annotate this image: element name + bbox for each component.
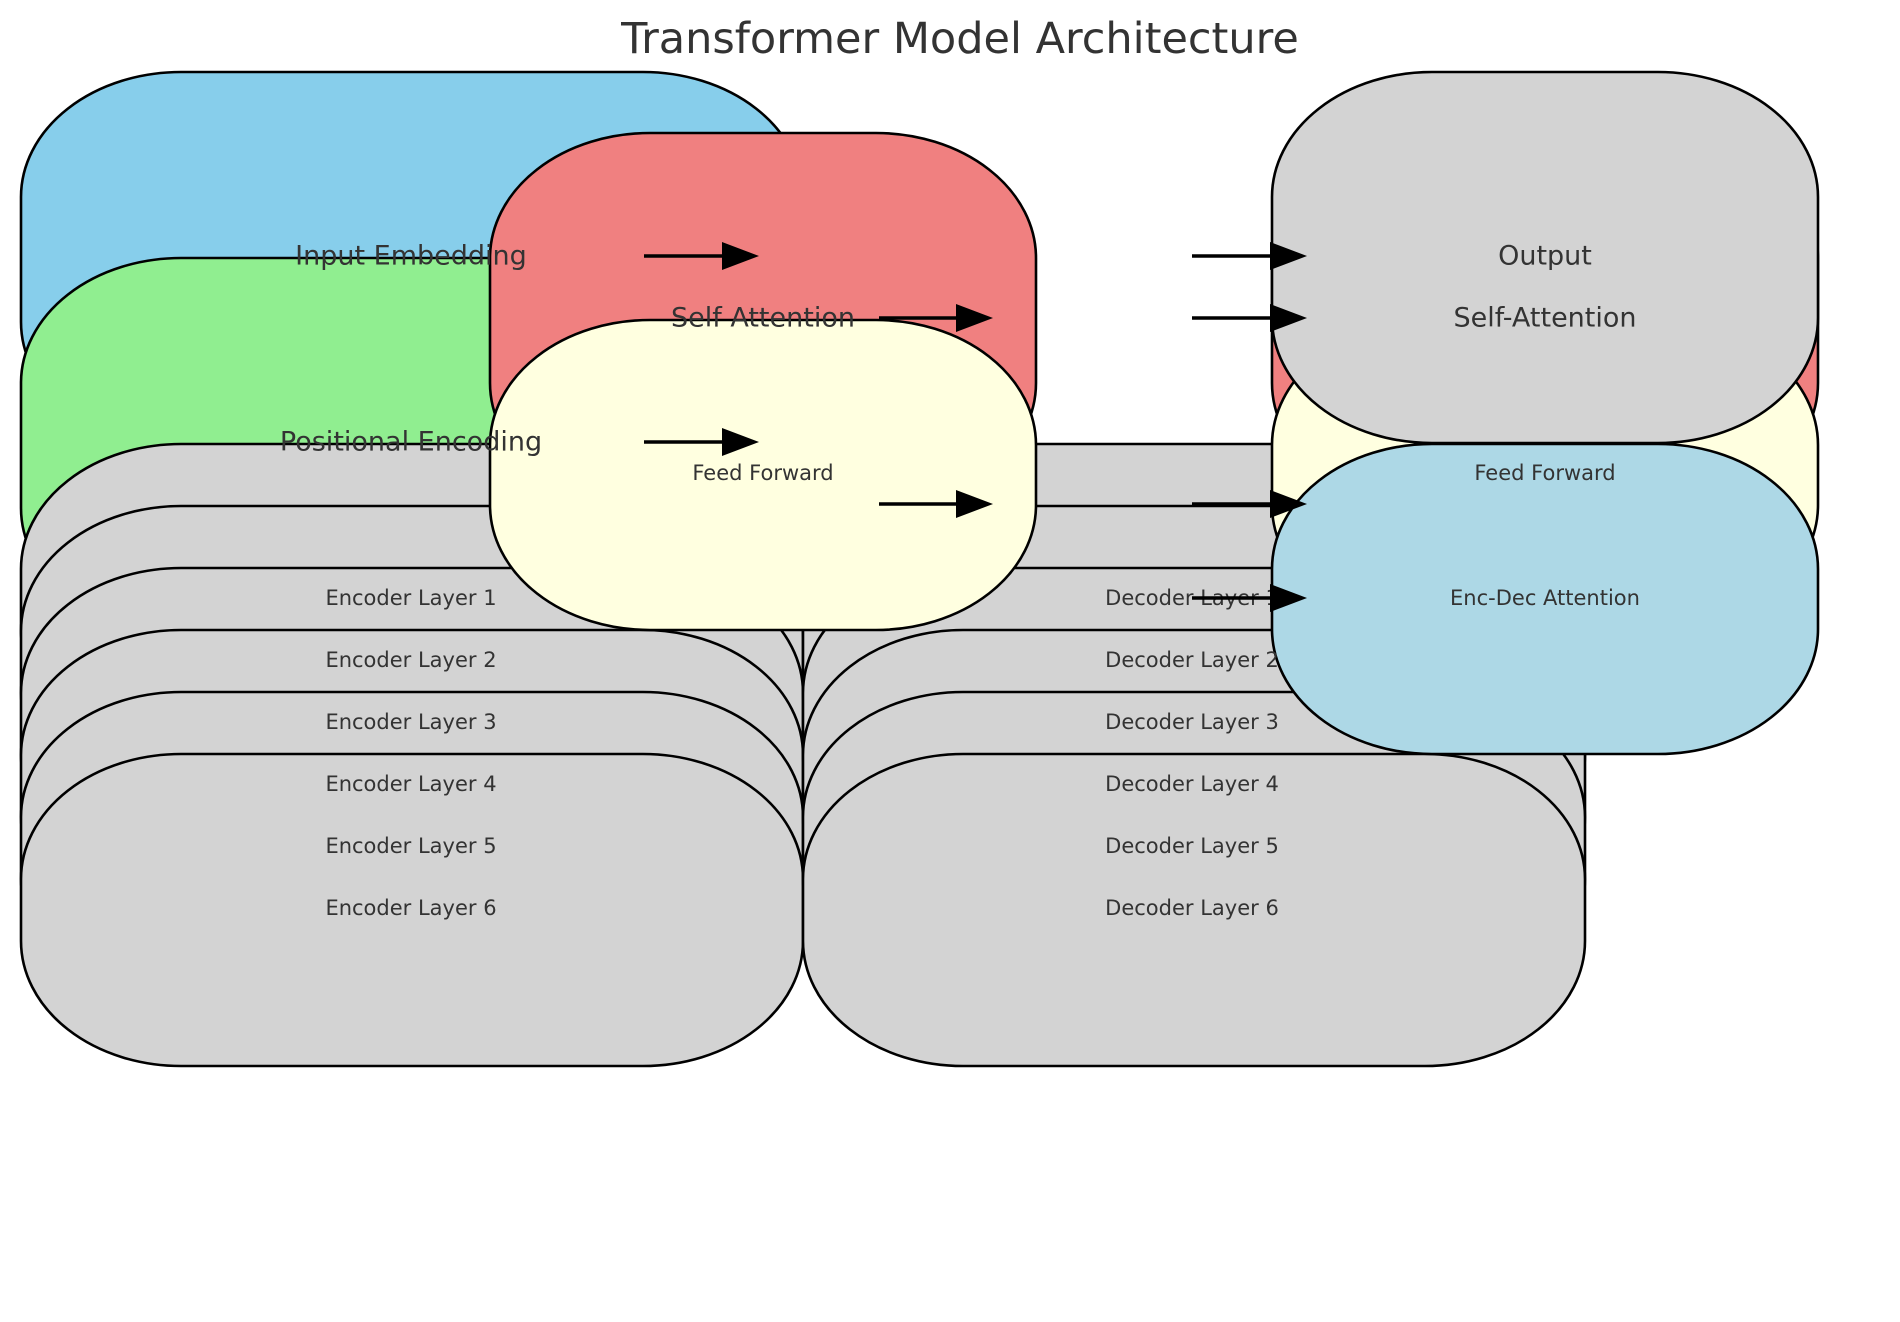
decoder-feed-forward-label: Feed Forward [1474,461,1615,485]
output-label: Output [1498,241,1592,272]
flow-arrow [879,490,993,518]
flow-arrow [644,428,759,456]
enc-dec-attention-label: Enc-Dec Attention [1450,586,1640,610]
encoder-layer-label: Encoder Layer 6 [325,896,496,920]
encoder-layer-label: Encoder Layer 1 [325,586,496,610]
feed-forward-label: Feed Forward [692,461,833,485]
self-attention-label: Self Attention [671,303,855,334]
flow-arrow [644,242,759,270]
decoder-layer-label: Decoder Layer 5 [1105,834,1279,858]
decoder-layer-label: Decoder Layer 6 [1105,896,1279,920]
input-embedding-label: Input Embedding [295,241,527,272]
flow-arrow [1192,304,1307,332]
encoder-layer-label: Encoder Layer 4 [325,772,496,796]
encoder-layer-label: Encoder Layer 2 [325,648,496,672]
flow-arrow [1192,490,1307,518]
encoder-layer-label: Encoder Layer 5 [325,834,496,858]
diagram-title: Transformer Model Architecture [620,14,1299,64]
flow-arrow [1192,242,1307,270]
decoder-layer-box [801,752,1587,1068]
decoder-layer-label: Decoder Layer 2 [1105,648,1279,672]
decoder-self-attention-label: Self-Attention [1453,303,1636,334]
encoder-layer-label: Encoder Layer 3 [325,710,496,734]
decoder-layer-label: Decoder Layer 3 [1105,710,1279,734]
decoder-layer-label: Decoder Layer 4 [1105,772,1279,796]
flow-arrow [879,304,993,332]
flow-arrow [1192,584,1307,612]
feed-forward-block [488,318,1038,632]
positional-encoding-label: Positional Encoding [280,427,542,458]
